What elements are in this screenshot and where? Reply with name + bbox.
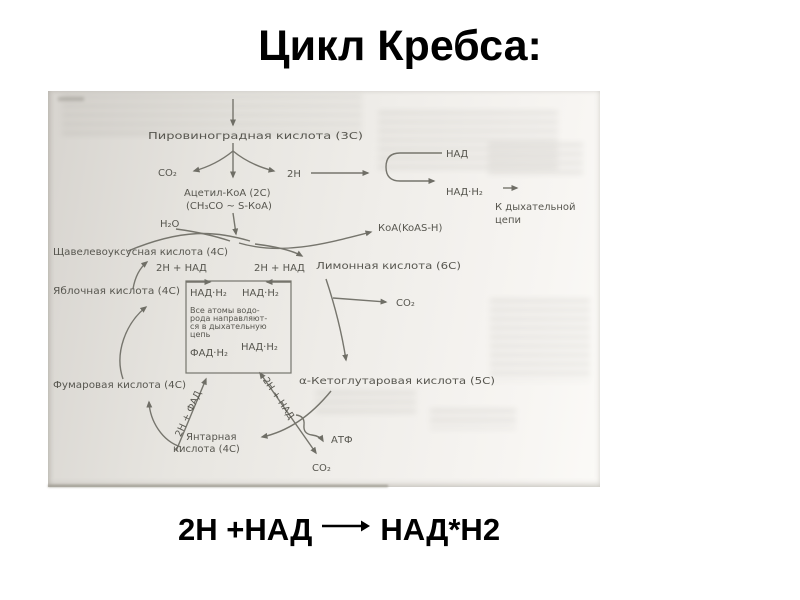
label-koa: КоА(KoAS-H) <box>378 223 442 234</box>
label-nad-top: НАД <box>446 149 468 160</box>
label-fumarate: Фумаровая кислота (4C) <box>53 380 186 391</box>
arc-malate-to-oxaloacetate <box>132 261 149 290</box>
label-box-fadh2: ФАД·H₂ <box>190 348 228 359</box>
label-box-note-1: Все атомы водо- <box>190 306 260 315</box>
arrow-fork-co2 <box>192 150 234 173</box>
arrow-to-koa <box>238 230 373 250</box>
label-to-chain-2: цепи <box>495 215 521 226</box>
cycle-arrows <box>119 99 519 455</box>
label-2h-top: 2H <box>287 169 301 180</box>
arrow-nad-into-box-and-co2 <box>259 371 317 455</box>
label-2h-nad-left: 2H + НАД <box>156 263 207 274</box>
cycle-labels: Пировиноградная кислота (3C) CO₂ 2H НАД … <box>53 131 576 474</box>
label-2h-nad-right: 2H + НАД <box>254 263 305 274</box>
label-nadh2-top: НАД·H₂ <box>446 187 483 198</box>
label-co2-right: CO₂ <box>396 298 415 309</box>
label-box-nadh2-b: НАД·H₂ <box>242 288 279 299</box>
arc-citrate-to-ketoglutarate <box>325 278 349 362</box>
label-to-chain-1: К дыхательной <box>495 202 576 213</box>
bracket-nad-to-nadh2 <box>385 152 442 184</box>
krebs-diagram-scan: Пировиноградная кислота (3C) CO₂ 2H НАД … <box>48 91 600 487</box>
curve-oxaloacetate-to-junction <box>127 232 251 252</box>
label-box-nadh2-a: НАД·H₂ <box>190 288 227 299</box>
label-co2-bottom: CO₂ <box>312 463 331 474</box>
label-box-note-2: рода направляют- <box>190 314 267 323</box>
label-box-note-4: цепь <box>190 330 211 339</box>
formula-lhs: 2H +НАД <box>178 512 313 547</box>
arrow-acetyl-down <box>232 212 239 236</box>
formula-rhs: НАД*H2 <box>380 512 501 547</box>
label-malate: Яблочная кислота (4C) <box>53 286 180 297</box>
label-h2o: H₂O <box>160 219 180 230</box>
krebs-cycle-diagram: Пировиноградная кислота (3C) CO₂ 2H НАД … <box>53 99 576 474</box>
arc-fumarate-to-malate <box>119 306 148 380</box>
scan-page-edge <box>48 485 388 487</box>
label-acetyl: Ацетил-КоА (2C) <box>184 188 271 199</box>
label-succinate-2: кислота (4C) <box>173 444 240 455</box>
label-ketoglutarate: α-Кетоглутаровая кислота (5C) <box>299 376 495 387</box>
hydrogen-box-labels: НАД·H₂ НАД·H₂ Все атомы водо- рода напра… <box>190 288 279 359</box>
slide-title: Цикл Кребса: <box>258 22 542 70</box>
label-box-nadh2-c: НАД·H₂ <box>241 342 278 353</box>
label-acetyl-formula: (CH₃CO ~ S-КоА) <box>186 201 272 212</box>
label-co2-top: CO₂ <box>158 168 177 179</box>
right-arrow-icon <box>322 505 371 541</box>
label-citrate: Лимонная кислота (6C) <box>316 261 461 272</box>
arrow-fork-2h <box>232 150 276 173</box>
arrow-junction-to-citrate <box>254 243 304 257</box>
arrow-fad-into-box <box>175 377 207 452</box>
arc-succinate-to-fumarate <box>146 400 182 448</box>
label-pyruvate: Пировиноградная кислота (3C) <box>148 131 363 142</box>
hydrogen-box <box>185 280 292 374</box>
arrow-atp-wavy <box>295 414 324 443</box>
label-succinate-1: Янтарная <box>186 432 236 443</box>
label-atp: АТФ <box>331 435 353 446</box>
label-2h-nad-diagonal: 2H + НАД <box>260 376 296 422</box>
label-box-note-3: ся в дыхательную <box>190 322 267 331</box>
arrow-co2-right <box>332 297 388 305</box>
formula: 2H +НАД НАД*H2 <box>178 505 500 555</box>
label-oxaloacetate: Щавелевоуксусная кислота (4C) <box>53 247 228 258</box>
